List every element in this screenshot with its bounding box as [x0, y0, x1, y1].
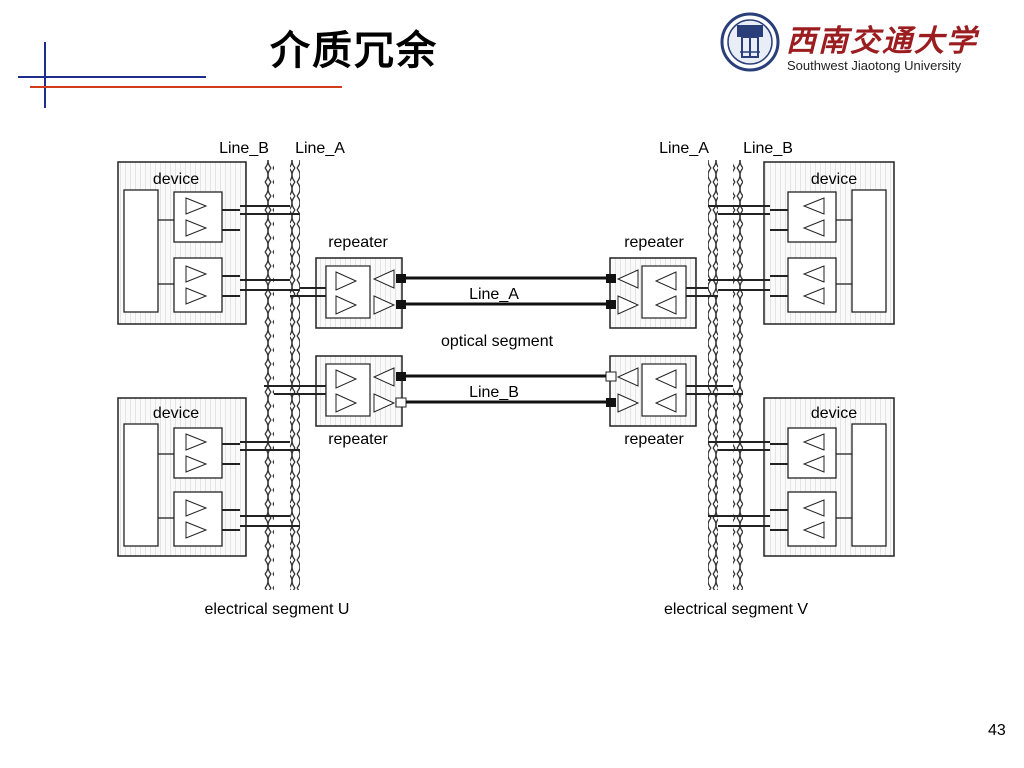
device-label: device — [811, 171, 857, 188]
university-emblem-icon — [720, 12, 780, 72]
optical-link-line-a — [406, 276, 606, 306]
optical-link-line-b — [406, 374, 606, 404]
repeater-bottom-right: repeater — [605, 355, 743, 448]
segment-v-label: electrical segment V — [664, 601, 808, 618]
slide-title: 介质冗余 — [270, 28, 438, 74]
optical-line-b-label: Line_B — [469, 384, 519, 401]
bus-line-b-right — [733, 160, 743, 590]
university-name-chinese: 西南交通大学 — [786, 24, 978, 59]
repeater-top-left: repeater — [290, 234, 406, 329]
bus-line-b-left — [264, 160, 274, 590]
title-underline-blue — [18, 76, 206, 78]
bus-line-a-left — [290, 160, 300, 590]
page-number: 43 — [988, 722, 1006, 739]
university-logo: 西南交通大学 Southwest Jiaotong University — [720, 12, 1020, 76]
device-top-right: device — [708, 161, 895, 325]
device-label: device — [153, 171, 199, 188]
label-line-a-left: Line_A — [295, 140, 345, 157]
university-name-english: Southwest Jiaotong University — [787, 58, 962, 73]
repeater-top-right: repeater — [606, 234, 718, 329]
device-label: device — [153, 405, 199, 422]
device-top-left: device — [117, 161, 300, 325]
repeater-label: repeater — [624, 431, 684, 448]
title-underline-red — [30, 86, 342, 88]
label-line-a-right: Line_A — [659, 140, 709, 157]
repeater-label: repeater — [624, 234, 684, 251]
optical-line-a-label: Line_A — [469, 286, 519, 303]
title-vertical-line — [44, 42, 46, 108]
device-bottom-right: device — [708, 397, 895, 557]
device-label: device — [811, 405, 857, 422]
repeater-bottom-left: repeater — [264, 355, 407, 448]
optical-segment-label: optical segment — [441, 333, 554, 350]
label-line-b-left: Line_B — [219, 140, 269, 157]
device-bottom-left: device — [117, 397, 300, 557]
label-line-b-right: Line_B — [743, 140, 793, 157]
repeater-label: repeater — [328, 234, 388, 251]
segment-u-label: electrical segment U — [205, 601, 350, 618]
repeater-label: repeater — [328, 431, 388, 448]
bus-line-a-right — [708, 160, 718, 590]
